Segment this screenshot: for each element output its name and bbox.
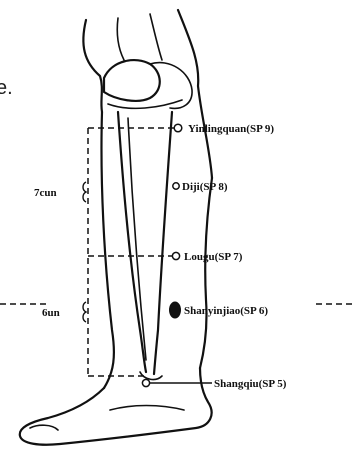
tibial-plateau: [108, 100, 182, 108]
measurement-label-upper: 7cun: [34, 187, 57, 199]
acupoint-marker: [173, 183, 179, 189]
shin-contour: [200, 178, 212, 368]
knee-condyle: [104, 60, 160, 101]
acupoint-label: Yinlingquan(SP 9): [188, 123, 274, 135]
foot-outline: [20, 368, 212, 445]
thigh-front-contour: [178, 10, 212, 178]
acupoint-sp7: Lougu(SP 7): [172, 251, 242, 263]
acupoint-label: Shanyinjiao(SP 6): [184, 305, 268, 317]
acupoint-marker: [142, 379, 149, 386]
femur-line-left: [117, 18, 124, 60]
acupoint-label: Diji(SP 8): [182, 181, 228, 193]
femur-line-right: [150, 14, 162, 60]
acupoint-sp9: Yinlingquan(SP 9): [174, 123, 274, 135]
acupoint-marker: [174, 124, 182, 132]
measurement-label-lower: 6un: [42, 307, 60, 319]
leg-illustration: [20, 10, 212, 445]
brace-lower: [83, 302, 86, 322]
acupoint-marker: [172, 252, 179, 259]
toe-line: [30, 425, 58, 430]
tibia-front: [154, 112, 172, 374]
acupoint-sp8: Diji(SP 8): [173, 181, 228, 193]
tibia-back: [118, 112, 146, 372]
acupoint-sp5: Shangqiu(SP 5): [142, 378, 286, 390]
acupoint-sp6: Shanyinjiao(SP 6): [170, 302, 269, 318]
calf-contour: [101, 112, 113, 388]
foot-arch-line: [110, 406, 184, 411]
fibula: [128, 118, 146, 360]
acupoint-label: Lougu(SP 7): [184, 251, 243, 263]
acupoint-marker: [170, 302, 181, 318]
acupoint-label: Shangqiu(SP 5): [214, 378, 287, 390]
cropped-text-fragment: e.: [0, 77, 13, 99]
brace-upper: [83, 182, 86, 202]
thigh-back-contour: [83, 20, 102, 112]
